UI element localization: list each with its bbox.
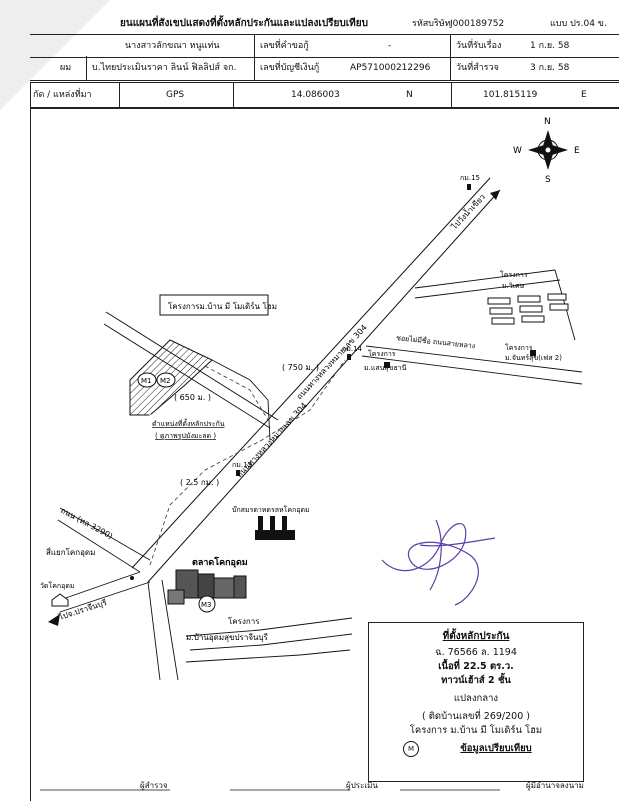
document-title: ยนแผนที่สังเขปแสดงที่ตั้งหลักประกันและแป… [120, 18, 368, 29]
gps-label: GPS [166, 90, 185, 100]
appraiser-company: บ.ไทยประเมินราคา ลินน์ ฟิลลิปส์ จก. [92, 63, 237, 73]
info-area: เนื้อที่ 22.5 ตร.ว. [438, 661, 514, 672]
signature-scribble [381, 519, 496, 606]
info-type: ทาวน์เฮ้าส์ 2 ชั้น [441, 675, 511, 686]
km13-label: กม.13 [232, 461, 252, 469]
folded-corner [0, 0, 110, 110]
collateral-label-box [149, 414, 231, 444]
km15-label: กม.15 [460, 174, 480, 182]
distance-750: ( 750 ม. ) [282, 363, 319, 372]
market-buildings-icon [167, 569, 247, 605]
junction-point [130, 576, 134, 580]
junction-label: สี่แยกโคกอุดม [46, 546, 95, 557]
project-mid-label: โครงการ [368, 349, 396, 358]
factory-label: บ๊กสมรตาหดรลหโคกอุดม [232, 505, 310, 514]
marker-m3-label: M3 [201, 601, 212, 609]
company-code-label: รหัสบริษัท [412, 19, 451, 29]
housing-blocks [487, 293, 569, 325]
footer-surveyor: ผู้สำรวจ [140, 781, 168, 790]
soi-label: ซอยไม่มีชื่อ ถนนสายหลาง [396, 333, 476, 350]
marker-m3 [198, 595, 216, 613]
project-label: โครงการม.บ้าน มี โมเดิร์น โฮม [168, 301, 277, 311]
collateral-label-2: ( ดูภาพรูปมังมะลด ) [155, 432, 216, 440]
compass-north: N [544, 117, 551, 127]
road3290-label: ถนน (ทล 3290) [59, 506, 114, 541]
marker-m1 [137, 372, 157, 388]
account-label: เลขที่บัญชีเงินกู้ [260, 63, 320, 73]
collateral-label-1: ตำแหน่งที่ตั้งหลักประกัน [152, 417, 225, 428]
temple-label: วัดโคกอุดม [40, 581, 75, 590]
longitude: 101.815119 [483, 90, 538, 100]
loan-no: - [388, 41, 392, 51]
local-roads [57, 269, 583, 681]
housing-project-label-2: ม.วิเศษ [502, 282, 525, 290]
km-markers [236, 184, 471, 476]
compass-east: E [574, 146, 580, 156]
latitude-direction: N [406, 90, 413, 100]
marker-m2 [156, 372, 176, 388]
form-code: แบบ ปร.04 ข. [550, 19, 607, 29]
appraiser-label: ผม [60, 63, 72, 73]
compass-south: S [545, 175, 551, 185]
longitude-direction: E [581, 90, 587, 100]
info-compare: ข้อมูลเปรียบเทียบ [460, 743, 532, 754]
info-deed: ฉ. 76566 ล. 1194 [435, 647, 517, 658]
info-project: โครงการ ม.บ้าน มี โมเดิร์น โฮม [409, 725, 543, 736]
info-marker: M [403, 741, 419, 757]
distance-2-5km: ( 2.5 กม. ) [180, 478, 219, 487]
project-south-label-2: ม.บ้านอุดมสุขปราจีนบุรี [186, 633, 269, 642]
info-plot: แปลงกลาง [453, 693, 499, 704]
temple-icon [51, 593, 69, 607]
project-south-label: โครงการ [228, 616, 260, 626]
received-label: วันที่รับเรื่อง [456, 41, 502, 51]
header-row-gps: กัด / แหล่งที่มา GPS 14.086003 N 101.815… [30, 82, 619, 108]
loan-no-label: เลขที่คำขอกู้ [260, 41, 309, 51]
received-date: 1 ก.ย. 58 [530, 41, 570, 51]
distance-650: ( 650 ม. ) [174, 393, 211, 402]
project-label-box [159, 294, 269, 316]
km14-label: กม.14 [342, 345, 363, 353]
company-code: J000189752 [450, 19, 505, 29]
footer-appraiser: ผู้ประเมิน [346, 781, 378, 790]
project-north-label: โครงการ [505, 343, 533, 352]
survey-date: 3 ก.ย. 58 [530, 63, 570, 73]
header-row-3: ผม บ.ไทยประเมินราคา ลินน์ ฟิลลิปส์ จก. เ… [30, 56, 619, 81]
info-address: ( ติดบ้านเลขที่ 269/200 ) [422, 711, 530, 722]
header-row-2: นางสาวลักขณา หนูแท่น เลขที่คำขอกู้ - วัน… [30, 34, 619, 58]
house-icon [530, 350, 536, 356]
footer-approver: ผู้มีอำนาจลงนาม [526, 781, 584, 790]
marker-m1-label: M1 [141, 377, 152, 385]
factory-icon [255, 516, 295, 540]
compass-rose-icon: N S W E [513, 117, 580, 185]
route-dashed [149, 359, 346, 566]
housing-project-label: โครงการ [500, 270, 528, 279]
info-title: ที่ตั้งหลักประกัน [442, 631, 510, 642]
marker-m2-label: M2 [160, 377, 171, 385]
project-north-label-2: ม.จันทร์สุข(เฟส 2) [505, 354, 562, 362]
collateral-info-box: ที่ตั้งหลักประกัน ฉ. 76566 ล. 1194 เนื้อ… [368, 622, 584, 782]
latitude: 14.086003 [291, 90, 340, 100]
arrow-southwest-icon [48, 614, 60, 626]
location-label: กัด / แหล่งที่มา [33, 90, 92, 100]
market-label: ตลาดโคกอุดม [192, 556, 248, 568]
house-icon [384, 362, 390, 368]
arrow-north-icon [490, 190, 500, 200]
map-frame [30, 108, 619, 801]
customer-name: นางสาวลักขณา หนูแท่น [125, 41, 220, 51]
account-no: AP571000212296 [350, 63, 431, 73]
survey-label: วันที่สำรวจ [456, 63, 499, 73]
compass-west: W [513, 146, 522, 156]
highway-304 [131, 177, 501, 583]
